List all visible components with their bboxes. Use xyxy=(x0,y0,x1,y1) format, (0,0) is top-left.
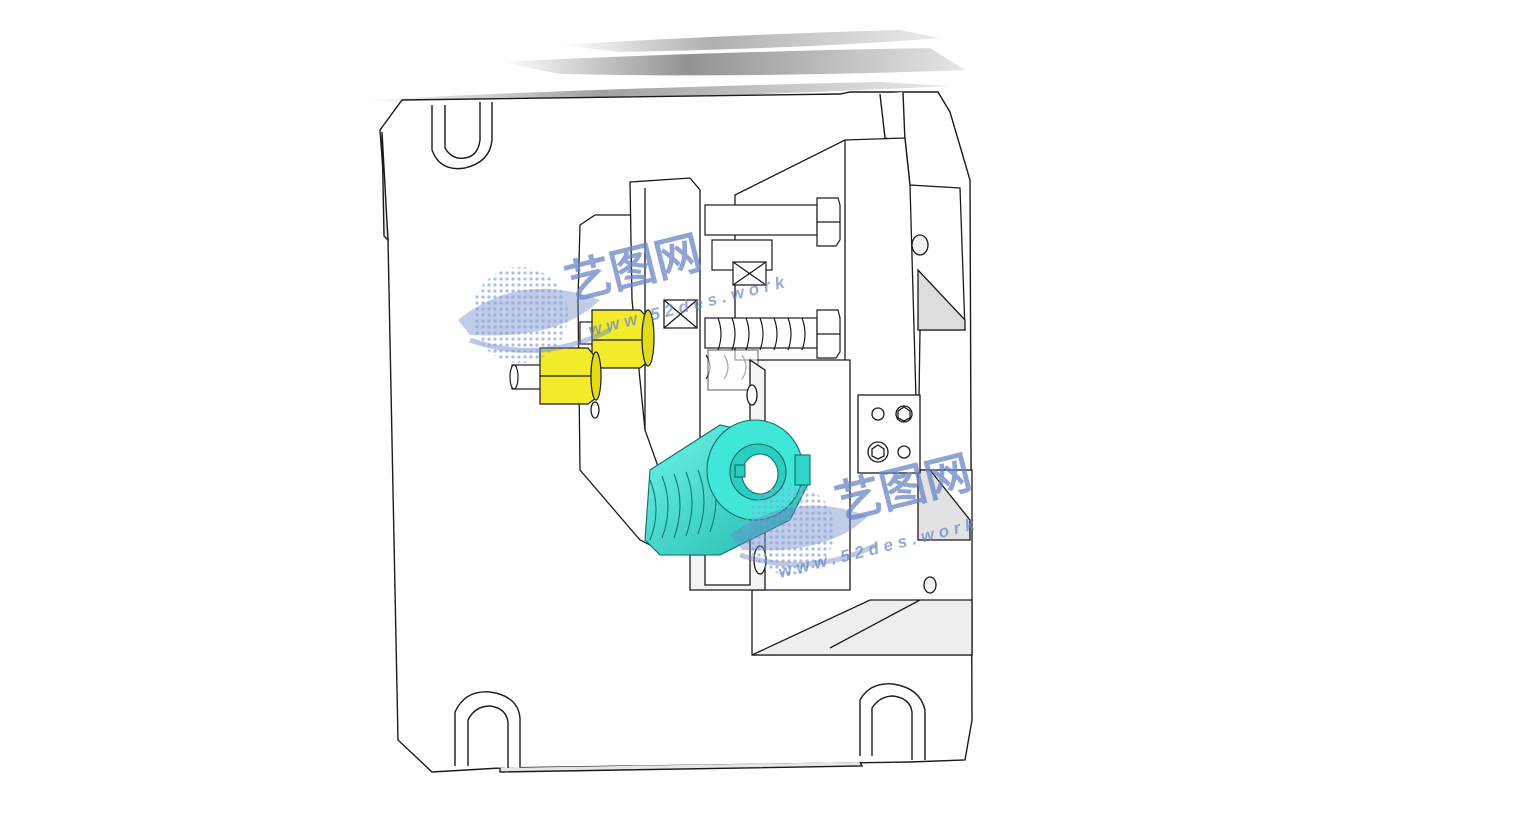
hex-nut-pair xyxy=(509,309,655,405)
swing-clamp-arm xyxy=(577,177,767,591)
hex-bolt-upper xyxy=(704,197,841,286)
globe-logo-icon xyxy=(458,267,612,363)
hex-bolt-lower xyxy=(816,309,841,359)
globe-logo-icon xyxy=(730,485,878,575)
support-block xyxy=(734,137,973,656)
